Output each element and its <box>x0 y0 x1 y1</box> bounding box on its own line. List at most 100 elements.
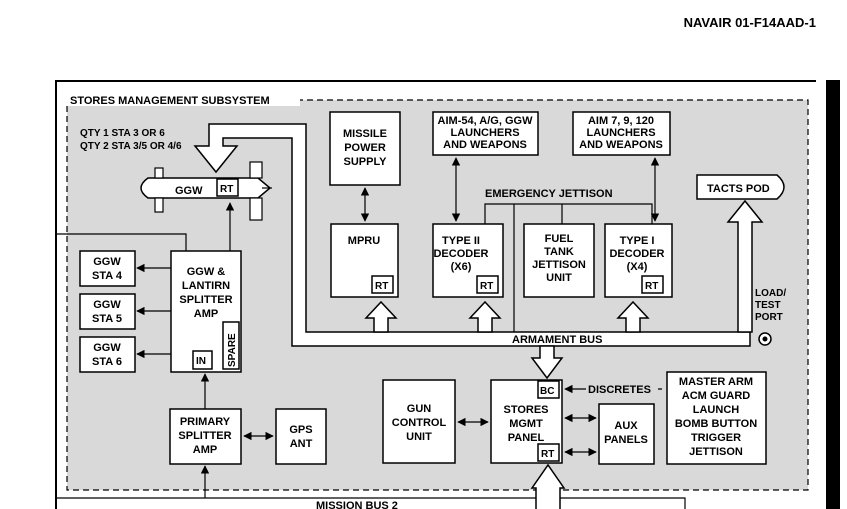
mission-bus-label: MISSION BUS 2 <box>316 500 398 509</box>
mpru-rt-label: RT <box>375 281 388 292</box>
mpru-label: MPRU <box>348 235 380 247</box>
aux-panels-line-1: AUX <box>614 420 638 432</box>
stores-panel-bc-box <box>537 380 560 399</box>
ggw-sta-6-box <box>79 336 136 373</box>
type1-decoder-line-3: (X4) <box>627 261 648 273</box>
ggw-store-label: GGW <box>175 185 203 197</box>
emergency-jettison-label: EMERGENCY JETTISON <box>485 188 613 200</box>
fuel-tank-jettison-line-3: JETTISON <box>532 259 586 271</box>
ggw-sta-4-box <box>79 250 136 287</box>
load-test-port-line-1: LOAD/ <box>755 288 786 299</box>
load-test-port-line-3: PORT <box>755 312 783 323</box>
splitter-in-box <box>192 350 213 370</box>
master-arm-line-1: MASTER ARM <box>679 376 753 388</box>
ggw-sta-4-line-2: STA 4 <box>92 270 123 282</box>
gun-control-unit-line-3: UNIT <box>406 431 432 443</box>
primary-splitter-box <box>169 408 242 465</box>
splitter-in-label: IN <box>196 356 206 367</box>
page-frame-top <box>55 80 816 82</box>
ggw-sta-6-line-1: GGW <box>93 342 121 354</box>
external-feed-line <box>57 233 187 251</box>
primary-splitter-line-1: PRIMARY <box>180 416 231 428</box>
aim7-launchers-line-2: LAUNCHERS <box>586 127 655 139</box>
master-arm-line-6: JETTISON <box>689 446 743 458</box>
splitter-amp-line-3: SPLITTER <box>179 294 232 306</box>
aim54-launchers-line-1: AIM-54, A/G, GGW <box>438 115 534 127</box>
gun-control-unit-box <box>382 379 456 464</box>
qty-note-line-2: QTY 2 STA 3/5 OR 4/6 <box>80 141 182 152</box>
discretes-label: DISCRETES <box>588 384 651 396</box>
stores-panel-rt-label: RT <box>541 449 554 460</box>
ggw-sta-5-line-2: STA 5 <box>92 313 122 325</box>
gps-ant-line-2: ANT <box>290 438 313 450</box>
master-arm-line-2: ACM GUARD <box>682 390 750 402</box>
master-arm-line-5: TRIGGER <box>691 432 741 444</box>
type1-decoder-rt-box <box>641 275 664 294</box>
stores-panel-line-1: STORES <box>503 404 548 416</box>
gps-ant-line-1: GPS <box>289 424 312 436</box>
aux-panels-line-2: PANELS <box>604 434 648 446</box>
bus-arrow-tacts <box>726 199 764 333</box>
gps-ant-box <box>275 408 327 465</box>
type1-decoder-rt-label: RT <box>645 281 658 292</box>
primary-splitter-line-2: SPLITTER <box>178 430 231 442</box>
mpru-rt-box <box>371 275 394 294</box>
fuel-tank-jettison-box <box>523 223 595 298</box>
type1-decoder-line-2: DECODER <box>609 248 664 260</box>
type1-decoder-line-1: TYPE I <box>620 235 655 247</box>
splitter-spare-box <box>222 321 240 370</box>
ggw-sta-6-line-2: STA 6 <box>92 356 122 368</box>
armament-bus <box>193 123 751 347</box>
primary-splitter-line-3: AMP <box>193 444 217 456</box>
ggw-sta-5-box <box>79 293 136 330</box>
tacts-pod-label: TACTS POD <box>707 183 770 195</box>
page-right-border <box>826 80 840 509</box>
bus-arrow-type2 <box>468 300 502 333</box>
aim7-launchers-line-1: AIM 7, 9, 120 <box>588 115 654 127</box>
master-arm-line-3: LAUNCH <box>693 404 739 416</box>
bus-arrow-stores-panel <box>530 345 564 380</box>
fuel-tank-jettison-line-1: FUEL <box>545 233 574 245</box>
missile-power-supply-line-3: SUPPLY <box>343 156 387 168</box>
mission-bus-arrow <box>530 463 566 509</box>
type2-decoder-rt-box <box>476 275 499 294</box>
type2-decoder-rt-label: RT <box>480 281 493 292</box>
load-test-port-line-2: TEST <box>755 300 781 311</box>
qty-note-line-1: QTY 1 STA 3 OR 6 <box>80 128 165 139</box>
bus-arrow-mpru <box>364 300 398 333</box>
stores-panel-line-2: MGMT <box>509 418 543 430</box>
missile-power-supply-box <box>329 111 401 186</box>
splitter-amp-line-2: LANTIRN <box>182 280 230 292</box>
document-id: NAVAIR 01-F14AAD-1 <box>684 15 816 30</box>
type2-decoder-line-2: DECODER <box>433 248 488 260</box>
stores-panel-bc-label: BC <box>540 386 554 397</box>
aim54-launchers-line-2: LAUNCHERS <box>450 127 519 139</box>
master-arm-box <box>666 371 767 465</box>
splitter-amp-line-1: GGW & <box>187 266 226 278</box>
type2-decoder-line-3: (X6) <box>451 261 472 273</box>
subsystem-title: STORES MANAGEMENT SUBSYSTEM <box>70 95 270 107</box>
stores-panel-line-3: PANEL <box>508 432 545 444</box>
fuel-tank-jettison-line-4: UNIT <box>546 272 572 284</box>
page-frame-left <box>55 80 57 509</box>
splitter-amp-line-4: AMP <box>194 308 218 320</box>
ggw-rt-label: RT <box>220 184 233 195</box>
aim7-launchers-box <box>572 111 671 156</box>
stores-panel-rt-box <box>537 443 560 462</box>
ggw-rt-box <box>216 178 239 197</box>
gun-control-unit-line-1: GUN <box>407 403 432 415</box>
gun-control-unit-line-2: CONTROL <box>392 417 447 429</box>
fuel-tank-jettison-line-2: TANK <box>544 246 574 258</box>
aux-panels-box <box>598 403 655 465</box>
mission-bus-line <box>57 497 686 509</box>
tacts-pod <box>696 174 785 200</box>
type2-decoder-line-1: TYPE II <box>442 235 480 247</box>
aim54-launchers-box <box>432 111 539 156</box>
armament-bus-label: ARMAMENT BUS <box>512 334 602 346</box>
missile-power-supply-line-2: POWER <box>344 142 386 154</box>
aim7-launchers-line-3: AND WEAPONS <box>579 139 663 151</box>
master-arm-line-4: BOMB BUTTON <box>675 418 757 430</box>
missile-power-supply-line-1: MISSILE <box>343 128 387 140</box>
ggw-sta-4-line-1: GGW <box>93 256 121 268</box>
